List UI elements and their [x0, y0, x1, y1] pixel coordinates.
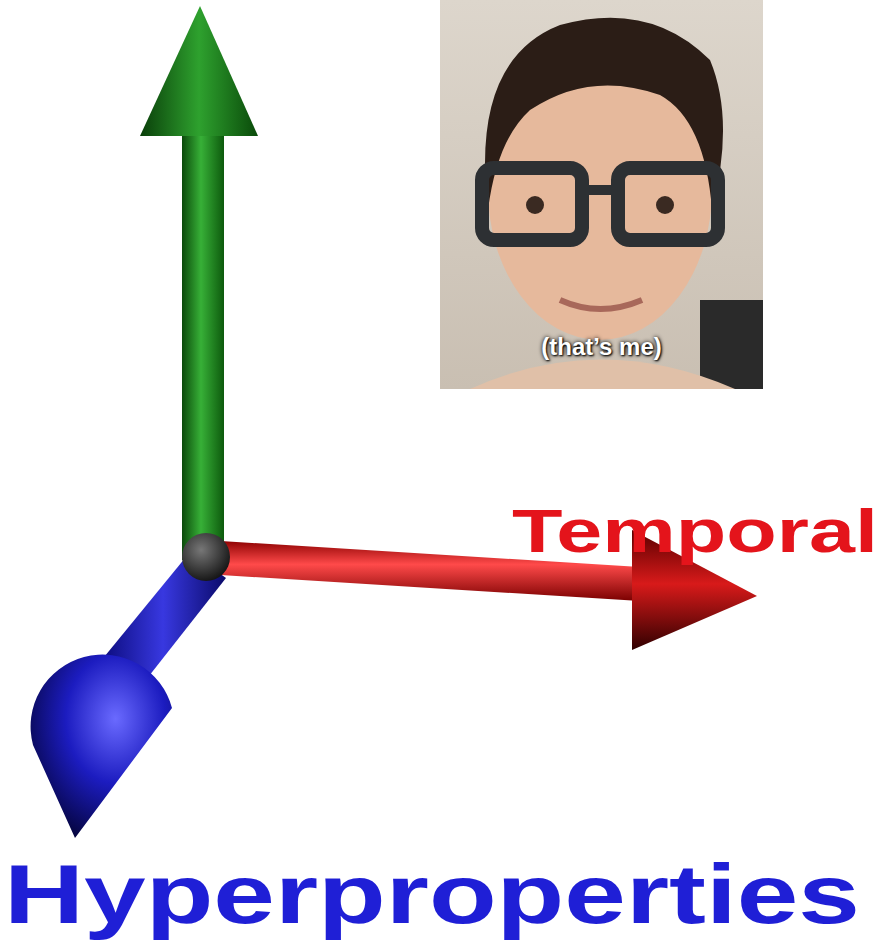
label-text: (that’s me) — [541, 334, 661, 360]
portrait-photo — [440, 0, 763, 389]
photo-caption: (that’s me) — [440, 334, 763, 360]
origin-joint — [182, 533, 230, 581]
vertical-axis-shaft — [182, 128, 224, 560]
axis-label: Hyperproperties — [4, 848, 860, 940]
hyperproperties-axis-head — [31, 655, 172, 838]
label-text: Temporal — [512, 497, 878, 565]
label-text: Hyperproperties — [4, 848, 860, 940]
axis-label: Temporal — [512, 497, 878, 565]
vertical-axis-head — [140, 6, 258, 136]
